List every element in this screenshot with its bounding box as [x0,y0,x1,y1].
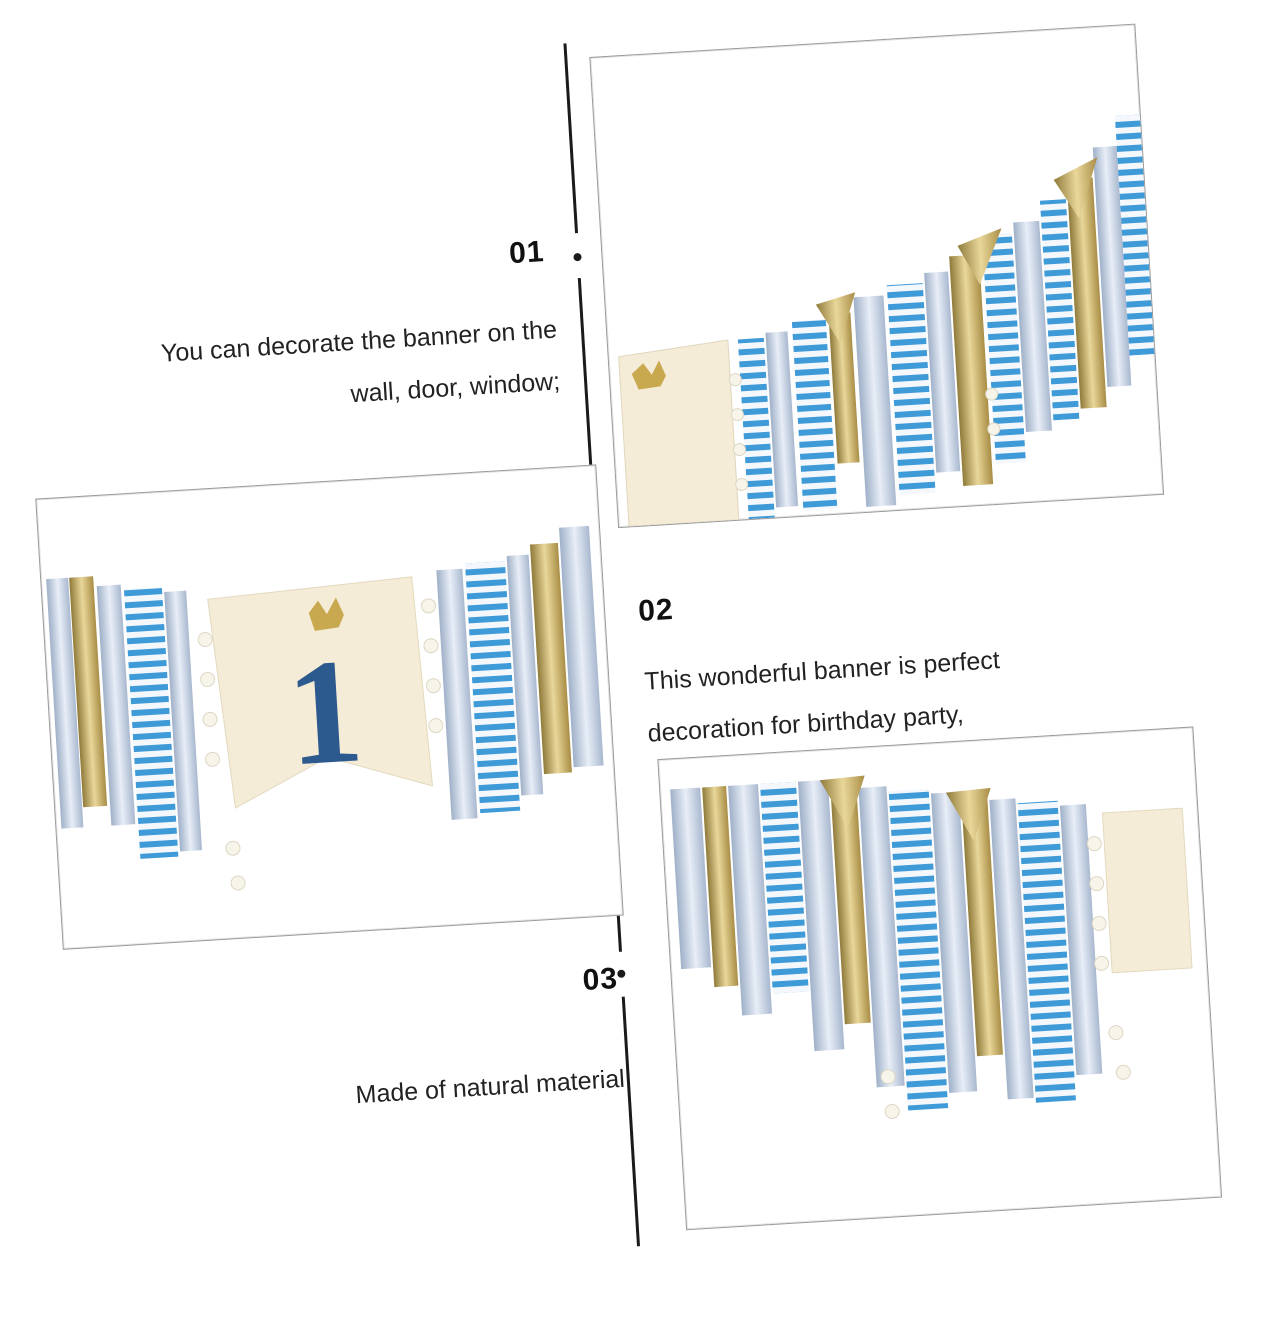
photo-number-one-banner: 1 [35,464,624,950]
photo-garland-bottom-right [657,726,1223,1231]
product-collage: 01 You can decorate the banner on the wa… [35,23,1223,1247]
garland-image-2: 1 [46,525,604,891]
divider-line-bottom [621,996,641,1247]
section-caption-01-line-2: wall, door, window; [349,367,561,409]
divider-line-top [563,43,579,234]
garland-image-3 [670,775,1193,1119]
banner-number-one: 1 [282,627,367,797]
section-number-02: 02 [637,592,675,629]
section-number-01: 01 [508,235,546,271]
garland-image-1 [618,114,1155,527]
section-number-03: 03 [581,962,620,998]
section-caption-03-line-1: Made of natural material [354,1064,626,1110]
divider-dot-3 [617,969,626,978]
photo-garland-top-right [589,23,1165,529]
divider-dot-1 [573,252,582,262]
